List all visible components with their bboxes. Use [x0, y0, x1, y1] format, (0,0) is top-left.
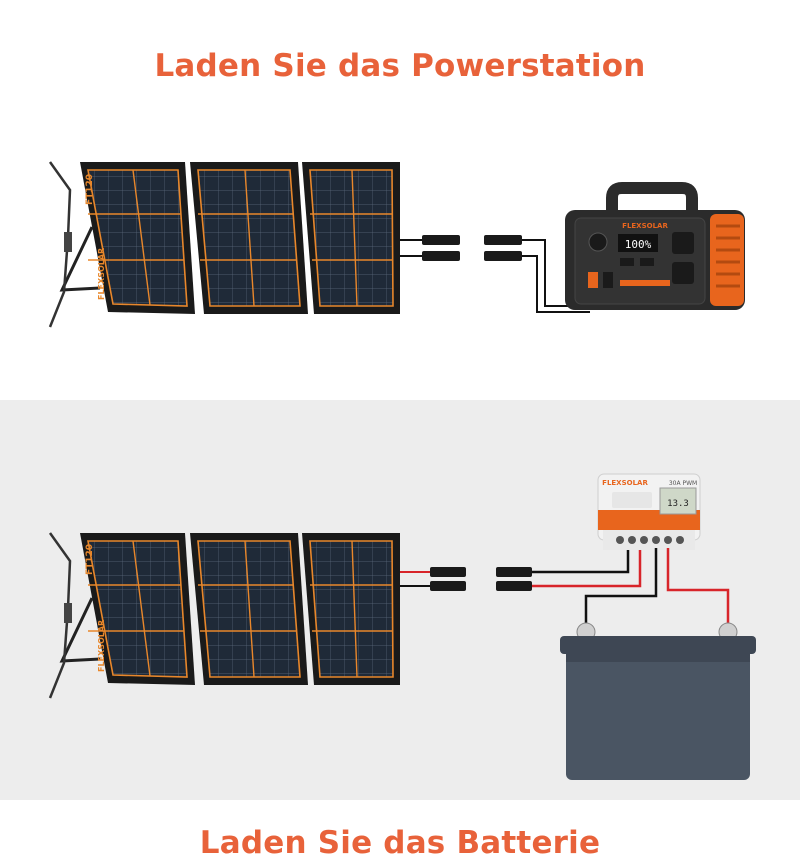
wire-controller-battery: [584, 548, 730, 630]
wire-bottom-panel: [532, 548, 642, 588]
battery-heading: Laden Sie das Batterie: [199, 825, 601, 861]
station-brand: FLEXSOLAR: [622, 222, 668, 230]
controller-display: 13.3: [667, 499, 689, 509]
panel-top-brand: FLEXSOLAR: [97, 248, 106, 300]
solar-panel-bottom: FT120 FLEXSOLAR: [48, 531, 402, 700]
battery: [560, 622, 756, 780]
power-button-icon: [588, 232, 608, 252]
panel-top-model: FT120: [85, 174, 95, 205]
charging-diagram: FT120 FLEXSOLAR 100% FLEXSOLAR: [48, 160, 756, 780]
panel-bottom-model: FT120: [85, 544, 95, 575]
mc4-connectors-top: [400, 235, 522, 261]
ac-outlet-icon: [672, 262, 694, 284]
station-display: 100%: [625, 238, 652, 251]
powerstation-heading: Laden Sie das Powerstation: [154, 48, 646, 84]
mc4-connectors-bottom: [400, 567, 532, 591]
charge-controller: FLEXSOLAR 30A PWM 13.3: [597, 473, 701, 550]
controller-model: 30A PWM: [669, 480, 697, 487]
panel-bottom-brand: FLEXSOLAR: [97, 620, 106, 672]
solar-panel-top: FT120 FLEXSOLAR: [48, 160, 402, 329]
controller-brand: FLEXSOLAR: [602, 479, 648, 487]
power-station: 100% FLEXSOLAR: [565, 182, 745, 310]
ac-outlet-icon: [672, 232, 694, 254]
